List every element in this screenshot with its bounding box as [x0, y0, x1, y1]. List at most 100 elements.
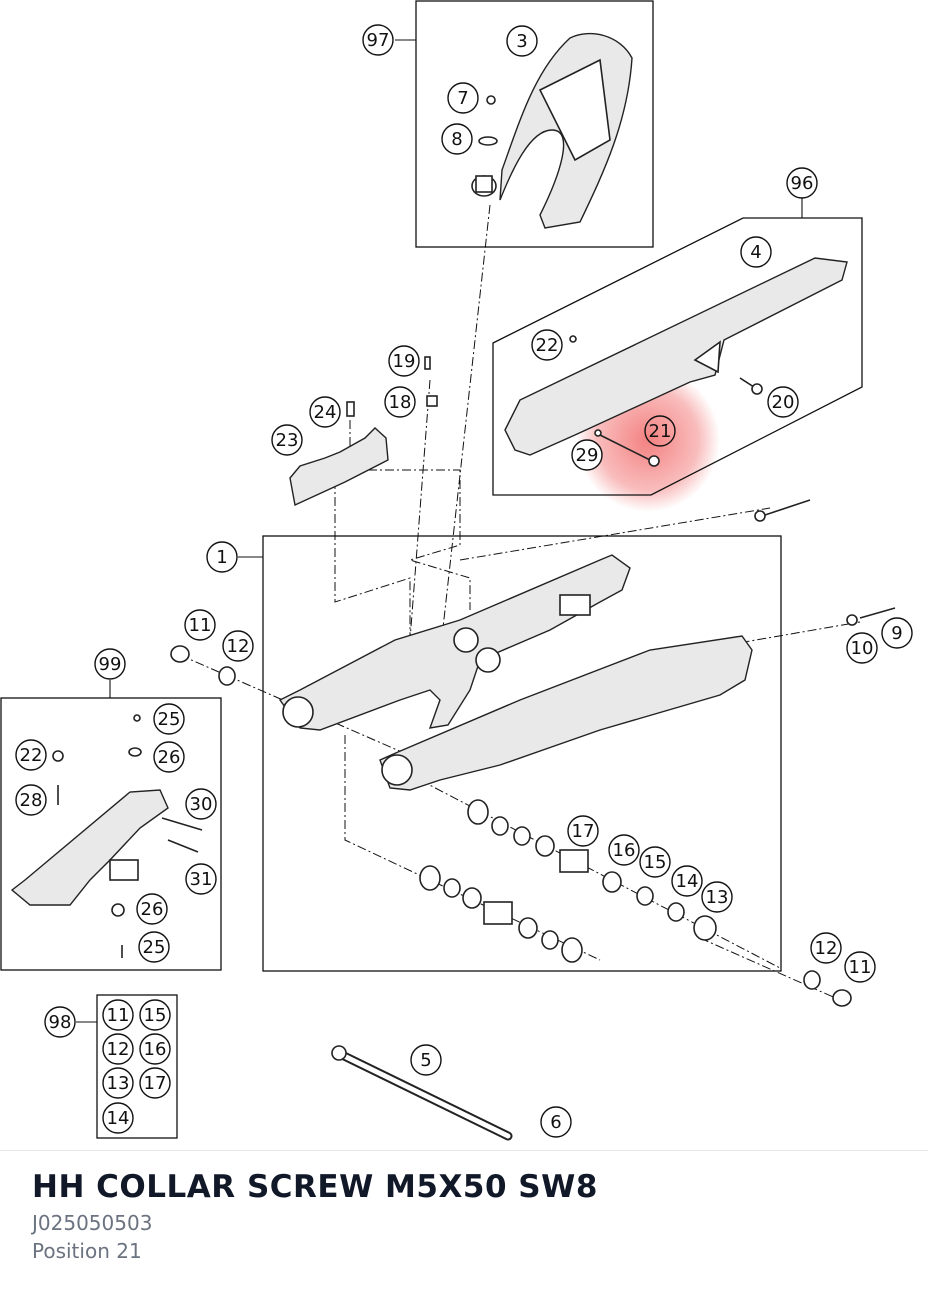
callout-c98[interactable]: 98: [44, 1006, 76, 1038]
callout-k11[interactable]: 11: [102, 999, 134, 1031]
callout-c28[interactable]: 28: [15, 784, 47, 816]
part-bolt-upper: [764, 499, 811, 516]
group-box-1: [262, 535, 782, 972]
callout-c29[interactable]: 29: [571, 439, 603, 471]
callout-label: 1: [216, 547, 227, 568]
callout-c10[interactable]: 10: [846, 632, 878, 664]
callout-c26b[interactable]: 26: [136, 893, 168, 925]
group-box-98: [96, 994, 178, 1139]
callout-label: 13: [706, 887, 729, 908]
callout-label: 20: [772, 392, 795, 413]
callout-label: 26: [158, 747, 181, 768]
callout-c96[interactable]: 96: [786, 167, 818, 199]
callout-label: 29: [576, 445, 599, 466]
callout-c8[interactable]: 8: [441, 123, 473, 155]
callout-label: 4: [750, 242, 761, 263]
callout-label: 98: [49, 1012, 72, 1033]
part-info-panel: HH COLLAR SCREW M5X50 SW8 J025050503 Pos…: [0, 1150, 928, 1291]
callout-c7[interactable]: 7: [447, 82, 479, 114]
callout-label: 15: [644, 852, 667, 873]
callout-c23[interactable]: 23: [271, 424, 303, 456]
callout-label: 14: [107, 1108, 130, 1129]
part-number: J025050503: [32, 1211, 153, 1235]
callout-label: 99: [99, 654, 122, 675]
callout-c11b[interactable]: 11: [844, 951, 876, 983]
callout-label: 19: [393, 351, 416, 372]
callout-c6[interactable]: 6: [540, 1106, 572, 1138]
callout-c5[interactable]: 5: [410, 1044, 442, 1076]
callout-label: 7: [457, 88, 468, 109]
callout-label: 11: [107, 1005, 130, 1026]
callout-c25b[interactable]: 25: [138, 931, 170, 963]
callout-c11a[interactable]: 11: [184, 609, 216, 641]
callout-c31[interactable]: 31: [185, 863, 217, 895]
callout-label: 22: [20, 745, 43, 766]
callout-c25a[interactable]: 25: [153, 703, 185, 735]
callout-label: 14: [676, 871, 699, 892]
callout-label: 97: [367, 30, 390, 51]
callout-label: 10: [851, 638, 874, 659]
callout-k14[interactable]: 14: [102, 1102, 134, 1134]
callout-c17[interactable]: 17: [567, 815, 599, 847]
callout-label: 17: [144, 1073, 167, 1094]
callout-label: 21: [649, 421, 672, 442]
callout-label: 16: [144, 1039, 167, 1060]
callout-c22a[interactable]: 22: [531, 329, 563, 361]
callout-label: 26: [141, 899, 164, 920]
part-lower-chain-slider: [10, 789, 169, 906]
callout-label: 30: [190, 794, 213, 815]
callout-k13[interactable]: 13: [102, 1067, 134, 1099]
callout-label: 12: [227, 636, 250, 657]
callout-label: 16: [613, 840, 636, 861]
callout-c30[interactable]: 30: [185, 788, 217, 820]
callout-k15[interactable]: 15: [139, 999, 171, 1031]
callout-label: 25: [158, 709, 181, 730]
callout-label: 9: [891, 623, 902, 644]
callout-label: 6: [550, 1112, 561, 1133]
callout-label: 12: [107, 1039, 130, 1060]
callout-label: 11: [189, 615, 212, 636]
callout-label: 22: [536, 335, 559, 356]
callout-label: 25: [143, 937, 166, 958]
callout-label: 11: [849, 957, 872, 978]
callout-c12a[interactable]: 12: [222, 630, 254, 662]
callout-c99[interactable]: 99: [94, 648, 126, 680]
callout-label: 13: [107, 1073, 130, 1094]
part-bolt-9: [859, 607, 896, 619]
callout-label: 5: [420, 1050, 431, 1071]
callout-k12[interactable]: 12: [102, 1033, 134, 1065]
callout-c97[interactable]: 97: [362, 24, 394, 56]
callout-label: 18: [389, 392, 412, 413]
callout-label: 17: [572, 821, 595, 842]
callout-c18[interactable]: 18: [384, 386, 416, 418]
callout-c3[interactable]: 3: [506, 25, 538, 57]
callout-label: 31: [190, 869, 213, 890]
callout-c4[interactable]: 4: [740, 236, 772, 268]
callout-label: 23: [276, 430, 299, 451]
callout-c20[interactable]: 20: [767, 386, 799, 418]
group-box-96: [492, 217, 863, 496]
callout-label: 96: [791, 173, 814, 194]
callout-c14[interactable]: 14: [671, 865, 703, 897]
callout-c15[interactable]: 15: [639, 846, 671, 878]
callout-k17[interactable]: 17: [139, 1067, 171, 1099]
callout-c22b[interactable]: 22: [15, 739, 47, 771]
part-position: Position 21: [32, 1239, 142, 1263]
callout-c21[interactable]: 21: [644, 415, 676, 447]
callout-c19[interactable]: 19: [388, 345, 420, 377]
callout-c16[interactable]: 16: [608, 834, 640, 866]
callout-label: 12: [815, 938, 838, 959]
callout-label: 15: [144, 1005, 167, 1026]
callout-k16[interactable]: 16: [139, 1033, 171, 1065]
callout-label: 8: [451, 129, 462, 150]
callout-c9[interactable]: 9: [881, 617, 913, 649]
part-chain-guide-block: [289, 427, 389, 507]
callout-label: 3: [516, 31, 527, 52]
callout-c13[interactable]: 13: [701, 881, 733, 913]
callout-c24[interactable]: 24: [309, 396, 341, 428]
callout-c1[interactable]: 1: [206, 541, 238, 573]
group-box-99: [0, 697, 222, 971]
callout-c12b[interactable]: 12: [810, 932, 842, 964]
callout-c26a[interactable]: 26: [153, 741, 185, 773]
